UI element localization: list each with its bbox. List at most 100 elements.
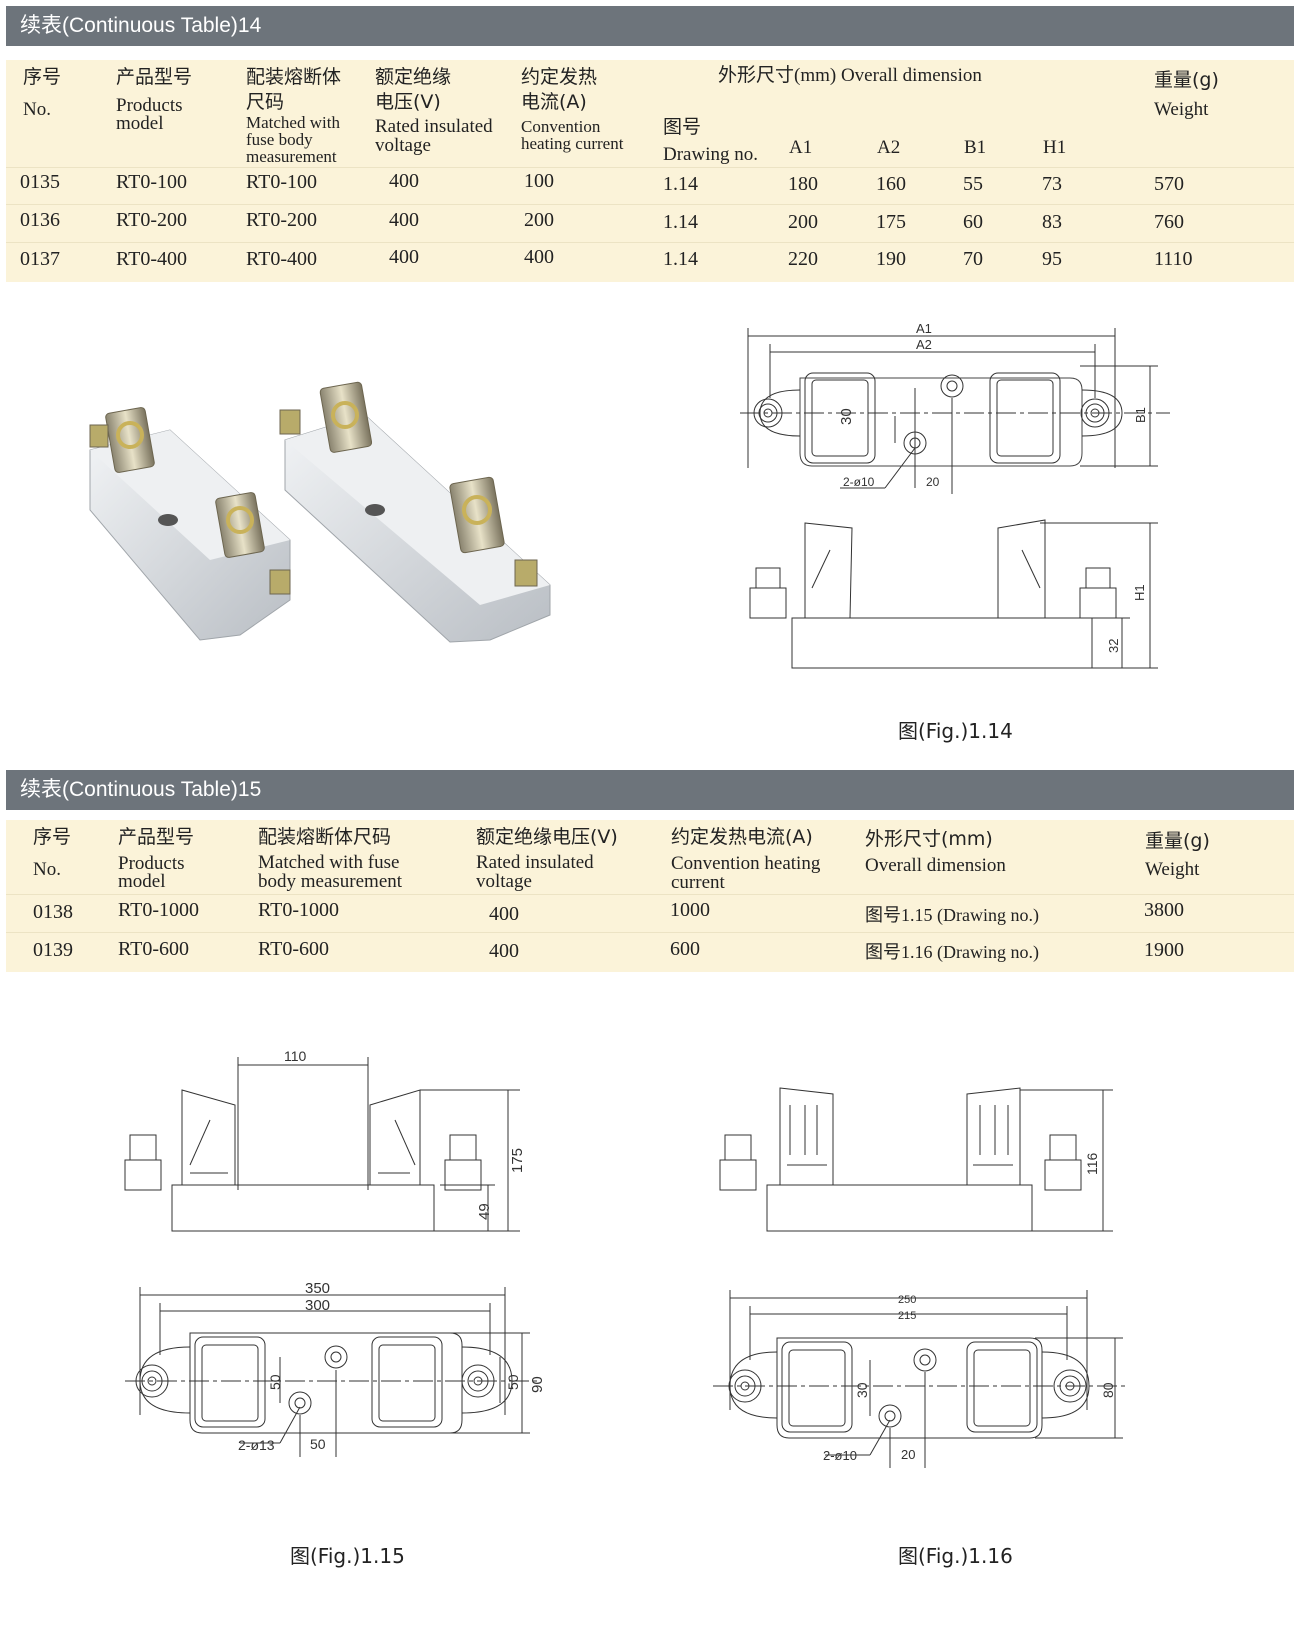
t15-no-en: No.	[33, 859, 61, 880]
fig114-drawing: A1 A2 B1 30 2-ø10 20 H1 32	[740, 321, 1170, 669]
t15-cell-model: RT0-600	[118, 938, 190, 960]
t14-row-divider	[6, 242, 1294, 243]
t14-fuse-en2: fuse body	[246, 130, 313, 149]
t15-cell-drawing: 图号1.16 (Drawing no.)	[865, 942, 1039, 962]
fig115-drawing: 110 175 49 350 300 50 50 90 2-ø13 50	[124, 1048, 546, 1457]
fig115-d50-label: 50	[310, 1436, 326, 1452]
t14-cell-a1: 200	[788, 211, 818, 233]
t14-cell-a2: 190	[876, 248, 906, 270]
t15-cell-fuse: RT0-1000	[258, 899, 340, 921]
t14-cell-model: RT0-100	[116, 171, 188, 193]
t14-no-en: No.	[23, 99, 51, 120]
fig116-w250-label: 250	[898, 1294, 916, 1306]
table14-title: 续表(Continuous Table)14	[6, 6, 1294, 46]
t15-cell-no: 0138	[33, 901, 73, 923]
fig115-h50a-label: 50	[267, 1374, 283, 1390]
t14-fuse-en1: Matched with	[246, 113, 340, 132]
t15-model-en2: model	[118, 871, 166, 892]
table15-title: 续表(Continuous Table)15	[6, 770, 1294, 810]
t15-cell-voltage: 400	[489, 940, 519, 962]
t15-volt-cn: 额定绝缘电压(V)	[476, 826, 618, 848]
t15-curr-en2: current	[671, 872, 725, 893]
t14-cell-a2: 175	[876, 211, 906, 233]
t14-cell-voltage: 400	[389, 209, 419, 231]
t14-cell-fuse: RT0-400	[246, 248, 318, 270]
t14-cell-model: RT0-400	[116, 248, 188, 270]
t14-cell-a1: 220	[788, 248, 818, 270]
t14-cell-current: 400	[524, 246, 554, 268]
t14-cell-a2: 160	[876, 173, 906, 195]
t14-dim-title: 外形尺寸(mm) Overall dimension	[718, 65, 982, 86]
t14-volt-cn1: 额定绝缘	[375, 66, 452, 88]
fig116-w215-label: 215	[898, 1310, 916, 1322]
t14-cell-no: 0135	[20, 171, 60, 193]
t15-cell-voltage: 400	[489, 903, 519, 925]
fig115-w110-label: 110	[284, 1048, 307, 1064]
t14-fuse-cn1: 配装熔断体	[246, 66, 342, 88]
t14-b1-header: B1	[964, 137, 987, 158]
fig115-h50b-label: 50	[505, 1374, 521, 1390]
t14-a2-header: A2	[877, 137, 901, 158]
t15-weight-en: Weight	[1145, 859, 1200, 880]
t14-cell-weight: 570	[1154, 173, 1184, 195]
t14-curr-en1: Convention	[521, 117, 601, 136]
t14-a1-header: A1	[789, 137, 813, 158]
t14-cell-voltage: 400	[389, 246, 419, 268]
t15-model-en1: Products	[118, 853, 185, 874]
t14-volt-en2: voltage	[375, 135, 431, 156]
t14-drawing-cn: 图号	[663, 116, 702, 138]
t14-weight-cn: 重量(g)	[1154, 69, 1219, 91]
t15-no-cn: 序号	[33, 826, 72, 848]
fig114-caption: 图(Fig.)1.14	[898, 719, 1013, 743]
fig116-caption: 图(Fig.)1.16	[898, 1544, 1013, 1568]
fig116-h30-label: 30	[854, 1382, 870, 1398]
t14-h1-header: H1	[1043, 137, 1067, 158]
fig114-d30-label: 30	[838, 408, 855, 425]
t14-cell-h1: 83	[1042, 211, 1062, 233]
t15-model-cn: 产品型号	[118, 826, 195, 848]
fig116-h80-label: 80	[1100, 1382, 1116, 1398]
t15-volt-en1: Rated insulated	[476, 852, 594, 873]
t14-cell-no: 0137	[20, 248, 60, 270]
t15-curr-en1: Convention heating	[671, 853, 821, 874]
t15-fuse-en2: body measurement	[258, 871, 403, 892]
t14-cell-model: RT0-200	[116, 209, 188, 231]
t14-curr-cn1: 约定发热	[521, 66, 598, 88]
t14-cell-drawing: 1.14	[663, 248, 698, 270]
t14-row-divider	[6, 167, 1294, 168]
t15-cell-model: RT0-1000	[118, 899, 200, 921]
fig115-caption: 图(Fig.)1.15	[290, 1544, 405, 1568]
t15-cell-weight: 1900	[1144, 939, 1184, 961]
fig115-h49-label: 49	[476, 1203, 493, 1220]
t15-row-divider	[6, 932, 1294, 933]
t14-no-cn: 序号	[23, 66, 62, 88]
t14-row-divider	[6, 204, 1294, 205]
t15-weight-cn: 重量(g)	[1145, 830, 1210, 852]
t15-dim-en: Overall dimension	[865, 855, 1006, 876]
t14-cell-weight: 1110	[1154, 248, 1193, 270]
t14-fuse-cn2: 尺码	[246, 91, 285, 113]
t15-dim-cn: 外形尺寸(mm)	[865, 828, 993, 850]
fig115-w300-label: 300	[305, 1297, 330, 1314]
t15-cell-fuse: RT0-600	[258, 938, 330, 960]
fig116-d20-label: 20	[901, 1447, 915, 1462]
t14-cell-b1: 70	[963, 248, 983, 270]
t14-model-cn: 产品型号	[116, 66, 193, 88]
t14-cell-fuse: RT0-100	[246, 171, 318, 193]
fig116-drawing: 116 250 215 30 80 2-ø10 20	[713, 1087, 1125, 1468]
t15-cell-drawing: 图号1.15 (Drawing no.)	[865, 905, 1039, 925]
t14-cell-drawing: 1.14	[663, 173, 698, 195]
fig114-a2-label: A2	[916, 337, 932, 352]
t15-curr-cn: 约定发热电流(A)	[671, 826, 813, 848]
fig115-h175-label: 175	[509, 1148, 526, 1173]
t14-cell-h1: 73	[1042, 173, 1062, 195]
t15-cell-current: 600	[670, 938, 700, 960]
fig115-w350-label: 350	[305, 1280, 330, 1297]
fig114-a1-label: A1	[916, 321, 932, 336]
t14-curr-en2: heating current	[521, 134, 624, 153]
fig114-h1-label: H1	[1132, 584, 1147, 601]
t14-cell-b1: 60	[963, 211, 983, 233]
t14-weight-en: Weight	[1154, 99, 1209, 120]
t14-cell-weight: 760	[1154, 211, 1184, 233]
fig114-holes-label: 2-ø10	[843, 475, 875, 489]
